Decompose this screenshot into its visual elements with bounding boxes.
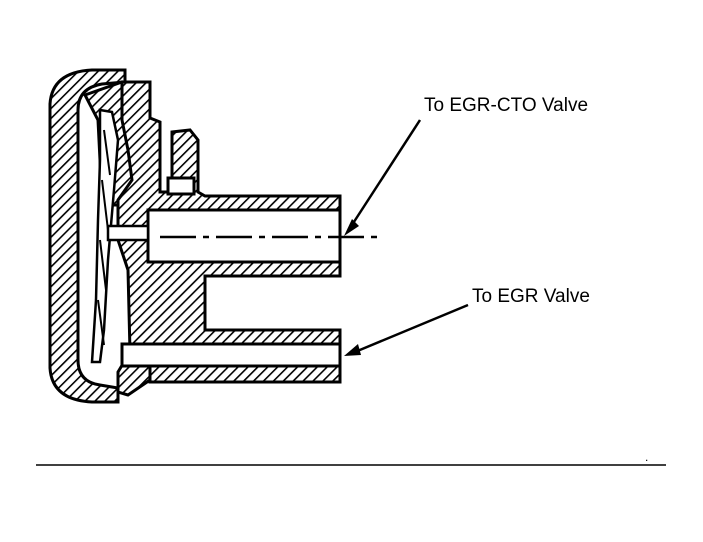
callout-to-egr-valve: To EGR Valve	[472, 286, 590, 307]
callout-to-egr-cto-valve: To EGR-CTO Valve	[424, 95, 589, 116]
spring-coil-lines	[97, 129, 111, 346]
arrowhead-egr-cto	[344, 219, 359, 236]
leader-line-egr-cto	[348, 119, 422, 229]
mounting-nub	[166, 176, 196, 196]
lower-port-bore	[120, 342, 342, 368]
valve-stem	[106, 224, 150, 242]
valve-body	[116, 80, 342, 397]
lower-port-wall	[148, 364, 342, 384]
arrowhead-egr	[344, 344, 361, 356]
diaphragm-spring	[90, 108, 120, 364]
leader-line-egr	[354, 303, 469, 354]
footer-mark: .	[645, 450, 649, 464]
